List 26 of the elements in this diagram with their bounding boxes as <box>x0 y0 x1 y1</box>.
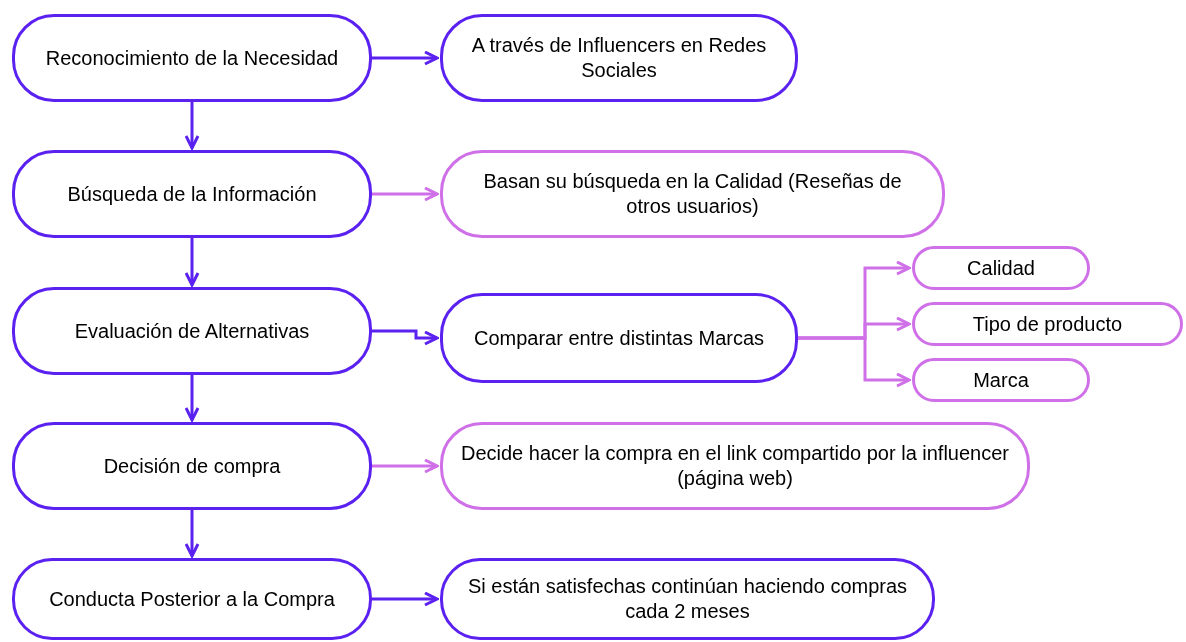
box-text: Calidad <box>967 255 1035 281</box>
box-text: Tipo de producto <box>972 311 1123 337</box>
arrow <box>184 375 200 422</box>
box-text: Comparar entre distintas Marcas <box>473 325 765 351</box>
box-text: Reconocimiento de la Necesidad <box>45 45 339 71</box>
arrow <box>372 591 439 607</box>
process-box <box>912 246 1090 290</box>
box-text: Conducta Posterior a la Compra <box>49 586 335 612</box>
arrow <box>798 336 911 388</box>
box-text: Basan su búsqueda en la Calidad (Reseñas de otros usuarios) <box>482 169 903 219</box>
box-text: Búsqueda de la Información <box>67 181 317 207</box>
box-text: Decisión de compra <box>103 453 281 479</box>
arrow <box>372 458 439 474</box>
box-text: Decide hacer la compra en el link compartido por la influencer (página web) <box>459 441 1011 491</box>
process-box <box>912 302 1183 346</box>
box-text: A través de Influencers en Redes Sociales <box>470 33 768 83</box>
arrow <box>372 186 439 202</box>
arrow <box>184 510 200 558</box>
box-text: Si están satisfechas continúan haciendo compras cada 2 meses <box>466 574 909 624</box>
arrow <box>184 238 200 287</box>
process-box <box>912 358 1090 402</box>
box-text: Marca <box>973 367 1029 393</box>
arrow <box>184 102 200 150</box>
box-text: Evaluación de Alternativas <box>74 318 310 344</box>
arrow <box>372 329 439 346</box>
arrow <box>372 50 439 66</box>
